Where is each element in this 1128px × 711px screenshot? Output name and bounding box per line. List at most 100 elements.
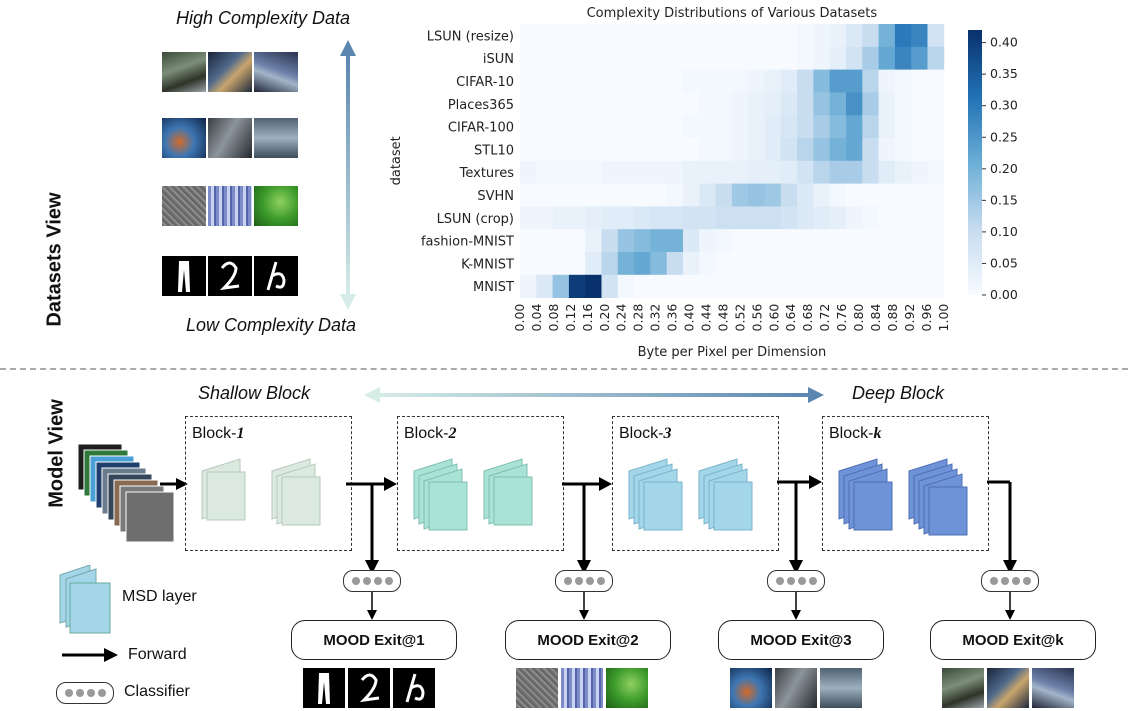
thumb-cifar-3 [254,118,298,158]
heatmap-cell [731,229,749,253]
heatmap-cell [731,160,749,184]
heatmap-cell [911,92,928,116]
heatmap-cell [634,183,651,207]
heatmap-cell [862,274,879,298]
heatmap-cell [634,160,651,184]
heatmap-cell [731,183,749,207]
heatmap-cell [894,69,912,93]
heatmap-cell [699,115,716,139]
heatmap-cell [911,69,928,93]
legend-classifier-label: Classifier [124,683,190,700]
thumb-lsun-3 [254,52,298,92]
heatmap-cell [683,183,700,207]
heatmap-cell [894,183,912,207]
heatmap-cell [862,92,879,116]
heatmap-cell [894,46,912,70]
heatmap-cell [634,229,651,253]
heatmap-cell [797,24,814,48]
heatmap-cell [894,92,912,116]
y-tick-label: Places365 [448,98,514,113]
heatmap-cell [617,138,635,162]
colorbar-tick-label: 0.15 [990,192,1018,207]
heatmap-cell [683,69,700,93]
heatmap-cell [601,115,619,139]
heatmap-cell [813,206,831,230]
heatmap-cell [666,160,684,184]
heatmap-cell [764,274,782,298]
heatmap-cell [911,252,928,276]
heatmap-cell [748,69,765,93]
thumb-texture-3 [254,186,298,226]
heatmap-cell [764,46,782,70]
heatmap-cell [731,24,749,48]
heatmap-cell [878,252,896,276]
block-k-index: k [873,425,882,442]
heatmap-cell [764,229,782,253]
heatmap-cell [601,24,619,48]
heatmap-cell [878,274,896,298]
heatmap-cell [878,138,896,162]
classifier-3 [767,570,825,592]
heatmap-cell [780,46,798,70]
heatmap-cell [927,160,945,184]
heatmap-cell [552,69,570,93]
heatmap-cell [634,138,651,162]
heatmap-cell [683,24,700,48]
legend-forward-icon [62,648,118,662]
heatmap-cell [846,206,863,230]
colorbar-tick-label: 0.30 [990,98,1018,113]
block-2: Block-2 [397,416,564,551]
heatmap-cell [797,229,814,253]
heatmap-cell [927,69,945,93]
heatmap-cell [911,183,928,207]
thumb-cifar-1 [162,118,206,158]
mood-exit-k: MOOD Exit@k [930,620,1096,660]
heatmap-cell [862,206,879,230]
exit3-thumb-1 [730,668,772,708]
heatmap-cell [601,252,619,276]
heatmap-cell [911,229,928,253]
block-1-index: 1 [236,425,245,442]
heatmap-cell [601,183,619,207]
heatmap-cell [813,24,831,48]
heatmap-cell [520,183,537,207]
heatmap-cell [927,138,945,162]
heatmap-cell [634,69,651,93]
heatmap-cell [683,160,700,184]
heatmap-cell [536,229,553,253]
y-tick-label: fashion-MNIST [421,235,514,250]
heatmap-cell [813,252,831,276]
heatmap-cell [634,115,651,139]
heatmap-cell [764,24,782,48]
legend-msd-layer-icon [59,565,111,634]
heatmap-cell [829,24,847,48]
forward-arrows [346,475,1017,574]
heatmap-cell [585,274,602,298]
heatmap-cell [748,183,765,207]
heatmap-cell [536,206,553,230]
mood-exit-2: MOOD Exit@2 [505,620,671,660]
heatmap-cell [650,252,668,276]
heatmap-cell [780,115,798,139]
heatmap-cell [666,206,684,230]
shallow-block-label: Shallow Block [198,383,311,403]
heatmap-cell [715,92,733,116]
heatmap-cell [780,206,798,230]
heatmap-cell [862,46,879,70]
heatmap-cell [731,252,749,276]
heatmap-cell [862,24,879,48]
heatmap-cell [797,274,814,298]
heatmap-cell [813,115,831,139]
heatmap-cell [666,138,684,162]
heatmap-cell [911,46,928,70]
heatmap-cell [568,229,586,253]
heatmap-cell [650,229,668,253]
heatmap-cell [601,229,619,253]
heatmap-cell [862,183,879,207]
heatmap-cell [552,183,570,207]
x-tick-label: 0.88 [885,304,900,332]
heatmap-cell [699,160,716,184]
heatmap-cell [748,229,765,253]
heatmap-cell [715,183,733,207]
heatmap-cell [683,138,700,162]
